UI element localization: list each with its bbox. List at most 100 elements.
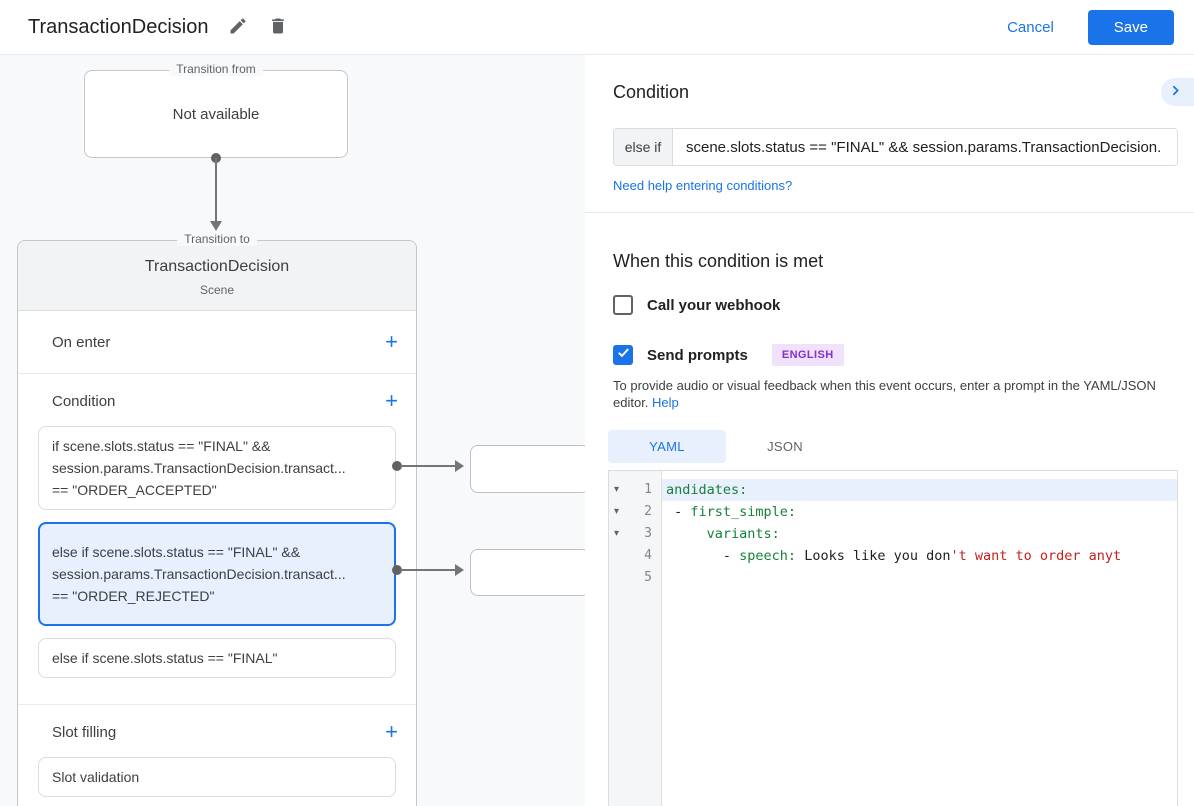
code-token: 't want to order anyt [950, 548, 1122, 564]
transition-from-content: Not available [172, 105, 260, 123]
slot-filling-section: Slot filling + Slot validation [18, 705, 416, 806]
checkmark-icon [616, 345, 631, 365]
send-prompts-label: Send prompts [647, 346, 748, 364]
connector-line [400, 569, 455, 571]
save-button[interactable]: Save [1087, 9, 1174, 45]
webhook-row: Call your webhook [613, 295, 780, 315]
condition-card-line: == "ORDER_ACCEPTED" [52, 482, 217, 498]
slot-filling-label: Slot filling [52, 723, 117, 741]
code-line[interactable] [662, 567, 1177, 589]
condition-card[interactable]: else if scene.slots.status == "FINAL" &&… [38, 522, 396, 626]
send-prompts-row: Send prompts ENGLISH [613, 344, 844, 366]
code-token: Looks like you don [796, 548, 951, 564]
condition-card-line: else if scene.slots.status == "FINAL" [52, 650, 278, 666]
transition-target-box[interactable] [470, 549, 590, 596]
condition-card-line: if scene.slots.status == "FINAL" && [52, 438, 271, 454]
tab-json[interactable]: JSON [767, 439, 803, 454]
feedback-description: To provide audio or visual feedback when… [613, 377, 1168, 411]
editor-tabs: YAML JSON [608, 430, 844, 463]
arrow-right-icon [455, 564, 464, 576]
feedback-help-link[interactable]: Help [652, 395, 679, 410]
condition-card-line: else if scene.slots.status == "FINAL" && [52, 544, 301, 560]
gutter-row: 4 [609, 545, 661, 567]
gutter-row: ▾1 [609, 479, 661, 501]
on-enter-section: On enter + [18, 311, 416, 374]
line-number: 2 [644, 504, 652, 519]
connector-dot [392, 565, 402, 575]
scene-title: TransactionDecision [144, 258, 290, 275]
transition-from-box: Transition from Not available [84, 62, 348, 158]
language-badge: ENGLISH [771, 344, 844, 366]
edit-title-button[interactable] [228, 16, 248, 39]
condition-section: Condition + if scene.slots.status == "FI… [18, 374, 416, 705]
transition-to-card: Transition to TransactionDecision Scene … [17, 232, 417, 806]
connector-line [400, 465, 455, 467]
condition-prefix: else if [614, 129, 673, 165]
condition-input-row: else if [613, 128, 1178, 166]
feedback-text: To provide audio or visual feedback when… [613, 378, 1156, 410]
pencil-icon [228, 16, 248, 39]
condition-card-line: session.params.TransactionDecision.trans… [52, 460, 346, 476]
code-token: - [666, 504, 691, 520]
tab-yaml[interactable]: YAML [608, 430, 726, 463]
slot-filling-card-line: Slot validation [52, 769, 140, 785]
condition-card[interactable]: if scene.slots.status == "FINAL" && sessi… [38, 426, 396, 510]
condition-card-line: session.params.TransactionDecision.trans… [52, 566, 346, 582]
collapse-panel-button[interactable] [1161, 78, 1194, 106]
divider [585, 212, 1194, 213]
code-token: andidates: [666, 482, 748, 498]
page-title: TransactionDecision [28, 15, 209, 38]
arrow-right-icon [455, 460, 464, 472]
trash-icon [268, 16, 288, 39]
condition-card-line: == "ORDER_REJECTED" [52, 588, 215, 604]
fold-arrow-icon[interactable]: ▾ [614, 484, 620, 495]
condition-editor-panel: Condition else if Need help entering con… [585, 55, 1194, 806]
add-on-enter-button[interactable]: + [385, 329, 398, 354]
code-token: variants: [706, 526, 780, 542]
cancel-button[interactable]: Cancel [1007, 18, 1054, 36]
webhook-checkbox[interactable] [613, 295, 633, 315]
chevron-right-icon [1169, 84, 1182, 100]
top-bar: TransactionDecision Cancel Save [0, 0, 1194, 55]
on-enter-label: On enter [52, 333, 111, 351]
gutter-row: ▾2 [609, 501, 661, 523]
line-number: 5 [644, 570, 652, 585]
when-condition-heading: When this condition is met [613, 251, 824, 271]
add-condition-button[interactable]: + [385, 388, 398, 413]
add-slot-button[interactable]: + [385, 719, 398, 744]
connector-line [215, 158, 217, 221]
delete-scene-button[interactable] [268, 16, 288, 39]
code-token: speech: [739, 548, 797, 564]
condition-heading: Condition [613, 82, 690, 102]
transition-target-box[interactable] [470, 445, 590, 493]
gutter-row: ▾3 [609, 523, 661, 545]
code-token: - [666, 548, 740, 564]
condition-card[interactable]: else if scene.slots.status == "FINAL" [38, 638, 396, 678]
code-line[interactable]: - speech: Looks like you don't want to o… [662, 545, 1177, 567]
transition-to-legend: Transition to [177, 232, 257, 246]
webhook-label: Call your webhook [647, 296, 781, 314]
line-number: 4 [644, 548, 652, 563]
code-line[interactable]: andidates: [662, 479, 1177, 501]
code-token [666, 526, 707, 542]
slot-filling-card[interactable]: Slot validation [38, 757, 396, 797]
scene-subtitle: Scene [199, 283, 235, 297]
condition-input[interactable] [673, 129, 1177, 165]
arrow-down-icon [210, 221, 222, 231]
gutter-row: 5 [609, 567, 661, 589]
flow-canvas[interactable]: Transition from Not available Transition… [0, 55, 590, 806]
code-line[interactable]: - first_simple: [662, 501, 1177, 523]
editor-code-area[interactable]: andidates: - first_simple: variants: - s… [662, 471, 1177, 806]
send-prompts-checkbox[interactable] [613, 345, 633, 365]
transition-from-legend: Transition from [169, 62, 263, 76]
condition-help-link[interactable]: Need help entering conditions? [613, 178, 793, 193]
fold-arrow-icon[interactable]: ▾ [614, 528, 620, 539]
connector-dot [392, 461, 402, 471]
code-line[interactable]: variants: [662, 523, 1177, 545]
code-token: first_simple: [690, 504, 797, 520]
fold-arrow-icon[interactable]: ▾ [614, 506, 620, 517]
line-number: 3 [644, 526, 652, 541]
